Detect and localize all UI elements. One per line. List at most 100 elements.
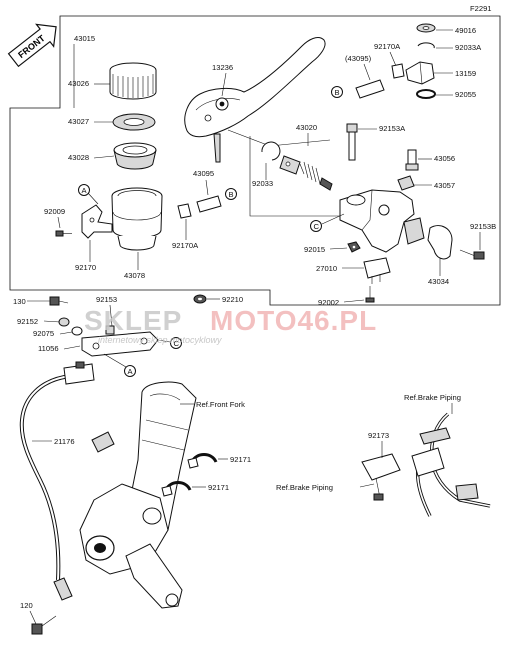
callout-a-label-lower: A bbox=[128, 367, 134, 376]
leader-ref-brake-piping-left bbox=[359, 483, 375, 488]
part-92033A: 92033A bbox=[455, 43, 482, 52]
leader-43028 bbox=[93, 155, 115, 159]
pivot-bolt-92153A bbox=[346, 123, 358, 161]
leader-92075 bbox=[59, 331, 73, 335]
hose-clamp-lower bbox=[177, 203, 192, 219]
leader-callout-a bbox=[87, 192, 99, 205]
grommet-92210 bbox=[193, 294, 207, 304]
part-92033: 92033 bbox=[252, 179, 273, 188]
bolt-120 bbox=[31, 615, 57, 635]
part-92171-a: 92171 bbox=[230, 455, 251, 464]
hose-clamp-92171-lower bbox=[161, 481, 192, 497]
bolt-130 bbox=[49, 296, 69, 306]
front-fork-leg bbox=[79, 381, 197, 609]
bracket-11056 bbox=[81, 325, 159, 357]
part-92153B: 92153B bbox=[470, 222, 496, 231]
leader-43095-upper bbox=[363, 63, 371, 81]
watermark: SKLEP MOTO46.PL internetowy sklep motocy… bbox=[84, 305, 377, 345]
master-cylinder-body bbox=[339, 189, 425, 253]
callout-b-circle-upper bbox=[331, 86, 343, 98]
part-43027: 43027 bbox=[68, 117, 89, 126]
diaphragm-plate bbox=[112, 113, 156, 131]
leader-92015 bbox=[329, 247, 348, 250]
watermark-tagline: internetowy sklep motocyklowy bbox=[98, 335, 222, 345]
bolt-92009 bbox=[55, 230, 72, 237]
reservoir-cap bbox=[109, 62, 157, 100]
ref-front-fork: Ref.Front Fork bbox=[196, 400, 245, 409]
part-43034: 43034 bbox=[428, 277, 449, 286]
leader-120 bbox=[29, 610, 37, 625]
part-120: 120 bbox=[20, 601, 33, 610]
watermark-brand-prefix: SKLEP bbox=[84, 305, 182, 336]
leader-92009 bbox=[57, 216, 61, 229]
part-92152: 92152 bbox=[17, 317, 38, 326]
nut-92015 bbox=[347, 241, 361, 253]
collar-92152 bbox=[58, 317, 70, 327]
part-11056: 11056 bbox=[38, 344, 59, 353]
piston-kit-bracket bbox=[249, 136, 340, 217]
part-43095-lower: 43095 bbox=[193, 169, 214, 178]
part-43057: 43057 bbox=[434, 181, 455, 190]
front-arrow-icon: FRONT bbox=[7, 23, 57, 68]
part-92075: 92075 bbox=[33, 329, 54, 338]
damper-92075 bbox=[71, 326, 83, 336]
part-27010: 27010 bbox=[316, 264, 337, 273]
part-43026: 43026 bbox=[68, 79, 89, 88]
part-130: 130 bbox=[13, 297, 26, 306]
part-92210: 92210 bbox=[222, 295, 243, 304]
reservoir-hose bbox=[196, 195, 222, 213]
ref-brake-piping-left: Ref.Brake Piping bbox=[276, 483, 333, 492]
part-92170: 92170 bbox=[75, 263, 96, 272]
hose-fitting-13159 bbox=[405, 61, 435, 85]
leader-92152 bbox=[43, 320, 61, 323]
part-92055: 92055 bbox=[455, 90, 476, 99]
callout-c-label: C bbox=[314, 222, 320, 231]
part-92153A: 92153A bbox=[379, 124, 406, 133]
part-92009: 92009 bbox=[44, 207, 65, 216]
callout-a-circle-lower bbox=[124, 365, 136, 377]
brake-lever bbox=[184, 37, 326, 163]
part-43015: 43015 bbox=[74, 34, 95, 43]
bleed-valve-43056 bbox=[405, 149, 419, 171]
part-43020: 43020 bbox=[296, 123, 317, 132]
leader-92153 bbox=[109, 304, 113, 327]
part-21176: 21176 bbox=[54, 437, 75, 446]
part-43056: 43056 bbox=[434, 154, 455, 163]
clip-92033A bbox=[417, 42, 435, 49]
brake-hose-21176 bbox=[19, 361, 95, 601]
brake-pipe-assembly bbox=[411, 412, 491, 517]
ref-brake-piping-top: Ref.Brake Piping bbox=[404, 393, 461, 402]
part-92173: 92173 bbox=[368, 431, 389, 440]
callout-c-circle bbox=[310, 220, 322, 232]
part-92153: 92153 bbox=[96, 295, 117, 304]
assembly-outline bbox=[9, 15, 501, 306]
leader-13236 bbox=[221, 72, 227, 97]
callout-b-label-upper: B bbox=[335, 88, 340, 97]
reservoir-bracket bbox=[81, 204, 113, 239]
part-92170A-lower: 92170A bbox=[172, 241, 199, 250]
pipe-clamp-92173 bbox=[361, 453, 401, 501]
part-49016: 49016 bbox=[455, 26, 476, 35]
part-13159: 13159 bbox=[455, 69, 476, 78]
brake-light-switch-27010 bbox=[363, 257, 391, 284]
callout-c-label-lower: C bbox=[174, 339, 180, 348]
diagram-id: F2291 bbox=[470, 4, 492, 13]
leader-callout-a-lower bbox=[103, 353, 127, 368]
part-92002: 92002 bbox=[318, 298, 339, 307]
diaphragm bbox=[113, 142, 157, 170]
leader-callout-c-lower bbox=[157, 339, 171, 343]
leader-92002 bbox=[343, 299, 365, 303]
leader-92170A-upper bbox=[389, 51, 397, 67]
reservoir-body bbox=[111, 187, 163, 251]
callout-c-circle-lower bbox=[170, 337, 182, 349]
hose-clamp-92171-upper bbox=[187, 453, 218, 469]
upper-hose bbox=[355, 79, 385, 99]
piston-spring bbox=[279, 155, 333, 191]
callout-b-label-lower: B bbox=[229, 190, 234, 199]
clamp-bolt-92153B bbox=[459, 249, 485, 260]
watermark-brand-suffix: MOTO46.PL bbox=[210, 305, 377, 336]
screw-92002 bbox=[365, 286, 375, 303]
part-92170A-upper: 92170A bbox=[374, 42, 401, 51]
circlip-92033 bbox=[261, 141, 281, 161]
